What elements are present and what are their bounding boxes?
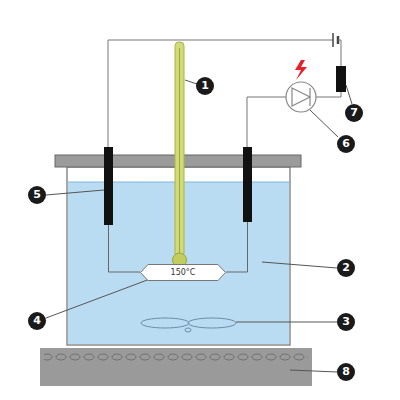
sensor-capsule: 150°C (140, 264, 226, 281)
callout-number: 6 (337, 135, 355, 153)
callout-number: 4 (28, 312, 46, 330)
stirrer (141, 318, 189, 328)
temperature-label: 150°C (171, 269, 196, 277)
lamp-diode (292, 88, 310, 106)
leader-line (290, 370, 337, 372)
thermometer (175, 42, 184, 257)
electrode (104, 147, 113, 225)
resistor-element (336, 66, 346, 92)
callout-number: 5 (28, 186, 46, 204)
heating-coil (44, 352, 308, 362)
callout-number: 8 (337, 363, 355, 381)
leader-line (46, 279, 150, 318)
electrode (243, 147, 252, 222)
callout-number: 3 (337, 313, 355, 331)
stirrer (188, 318, 236, 328)
stirrer-hub (185, 328, 191, 332)
wire (338, 40, 341, 66)
leader-line (346, 85, 352, 104)
lightning-symbol (295, 60, 307, 80)
thermometer-column (179, 48, 180, 255)
wire (108, 40, 333, 147)
battery-symbol (332, 33, 334, 47)
leader-line (262, 262, 337, 268)
callout-number: 2 (337, 259, 355, 277)
callout-number: 7 (345, 104, 363, 122)
lamp (286, 82, 316, 112)
leader-line (236, 322, 337, 323)
wire (109, 225, 141, 272)
leader-line (310, 110, 338, 137)
wire (226, 222, 248, 272)
hot-plate (40, 348, 312, 386)
callout-number: 1 (196, 77, 214, 95)
wire (316, 92, 341, 97)
wire (247, 97, 286, 147)
leader-line (46, 190, 104, 195)
